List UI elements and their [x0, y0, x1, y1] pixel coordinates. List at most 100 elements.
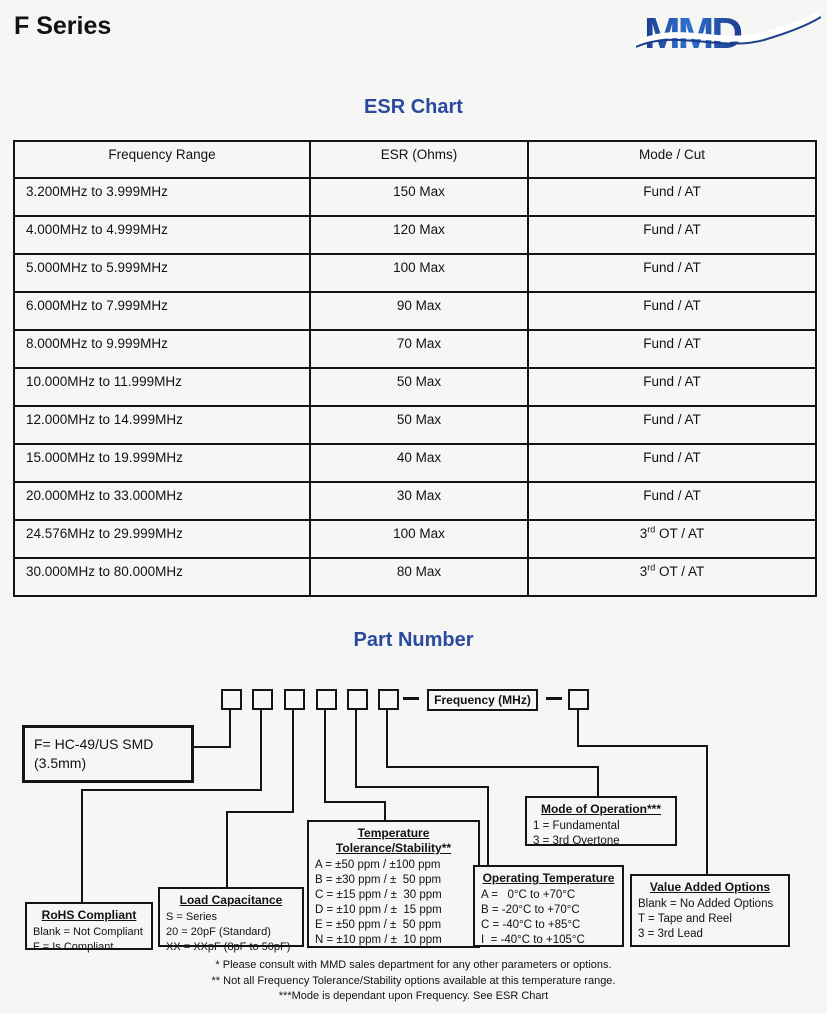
text-line: B = ±30 ppm / ± 50 ppm — [315, 874, 442, 886]
field-box-mode-of-operation — [378, 689, 399, 710]
text-line: Temperature — [357, 826, 430, 840]
esr-chart-heading: ESR Chart — [364, 96, 463, 118]
frequency-range-cell: 10.000MHz to 11.999MHz — [13, 367, 311, 407]
text-line: E = ±50 ppm / ± 50 ppm — [315, 919, 442, 931]
text-line: N = ±10 ppm / ± 10 ppm — [315, 934, 442, 946]
esr-cell: 30 Max — [309, 481, 529, 521]
field-box-rohs — [252, 689, 273, 710]
field-box-value-added-options — [568, 689, 589, 710]
text-line: ** Not all Frequency Tolerance/Stability… — [211, 974, 616, 987]
text-line: * Please consult with MMD sales departme… — [215, 959, 612, 971]
operating-temperature-legend-box: Operating Temperature A = 0°C to +70°C B … — [473, 865, 624, 947]
frequency-range-cell: 4.000MHz to 4.999MHz — [13, 215, 311, 255]
esr-cell: 50 Max — [309, 367, 529, 407]
connector-line — [386, 709, 388, 768]
value-added-options-legend-box: Value Added Options Blank = No Added Opt… — [630, 874, 790, 947]
text-line: Blank = Not Compliant — [33, 926, 143, 938]
esr-cell: 120 Max — [309, 215, 529, 255]
column-header-esr-ohms: ESR (Ohms) — [309, 140, 529, 179]
esr-cell: 80 Max — [309, 557, 529, 597]
esr-table-header-row: Frequency Range ESR (Ohms) Mode / Cut — [13, 140, 817, 179]
value-added-options-legend-title: Value Added Options — [649, 880, 771, 894]
esr-cell: 100 Max — [309, 519, 529, 559]
connector-line — [487, 786, 489, 866]
connector-line — [355, 786, 489, 788]
esr-cell: 90 Max — [309, 291, 529, 331]
connector-line — [577, 709, 579, 747]
connector-line — [229, 709, 231, 748]
text-line: ***Mode is dependant upon Frequency. See… — [278, 990, 549, 1002]
frequency-range-cell: 15.000MHz to 19.999MHz — [13, 443, 311, 483]
frequency-range-cell: 5.000MHz to 5.999MHz — [13, 253, 311, 293]
text-line: XX = XXpF (8pF to 50pF) — [166, 941, 291, 953]
esr-cell: 100 Max — [309, 253, 529, 293]
mode-cut-cell: Fund / AT — [527, 215, 817, 255]
text-line: F = Is Compliant — [33, 941, 114, 953]
frequency-box-label: Frequency (MHz) — [434, 693, 531, 707]
connector-line — [577, 745, 708, 747]
frequency-range-cell: 3.200MHz to 3.999MHz — [13, 177, 311, 217]
frequency-range-cell: 24.576MHz to 29.999MHz — [13, 519, 311, 559]
operating-temperature-legend-title: Operating Temperature — [482, 871, 615, 885]
mode-cut-cell: 3rd OT / AT — [527, 519, 817, 559]
connector-line — [386, 766, 599, 768]
mmd-logo: MMD — [636, 9, 821, 58]
page-title: F Series — [14, 12, 112, 40]
field-box-operating-temperature — [347, 689, 368, 710]
text-line: Tolerance/Stability** — [335, 841, 452, 855]
text-line: B = -20°C to +70°C — [481, 904, 580, 916]
column-header-mode-cut: Mode / Cut — [527, 140, 817, 179]
logo-swoosh-line — [636, 16, 821, 48]
column-header-frequency-range: Frequency Range — [13, 140, 311, 179]
frequency-range-cell: 20.000MHz to 33.000MHz — [13, 481, 311, 521]
mode-cut-cell: Fund / AT — [527, 405, 817, 445]
text-line: C = ±15 ppm / ± 30 ppm — [315, 889, 442, 901]
text-line: T = Tape and Reel — [638, 913, 732, 925]
connector-line — [384, 801, 386, 821]
connector-line — [597, 766, 599, 797]
mode-cut-cell: Fund / AT — [527, 443, 817, 483]
connector-line — [226, 811, 228, 888]
frequency-range-cell: 8.000MHz to 9.999MHz — [13, 329, 311, 369]
frequency-range-cell: 12.000MHz to 14.999MHz — [13, 405, 311, 445]
frequency-range-cell: 30.000MHz to 80.000MHz — [13, 557, 311, 597]
mode-of-operation-legend-title: Mode of Operation*** — [540, 802, 661, 816]
connector-line — [706, 745, 708, 875]
footnotes: * Please consult with MMD sales departme… — [0, 958, 827, 1005]
text-line: 3 = 3rd Overtone — [533, 835, 620, 847]
text-line: D = ±10 ppm / ± 15 ppm — [315, 904, 442, 916]
text-line: S = Series — [166, 911, 218, 923]
esr-cell: 150 Max — [309, 177, 529, 217]
series-legend-lines: F= HC-49/US SMD(3.5mm) — [34, 735, 182, 773]
frequency-range-cell: 6.000MHz to 7.999MHz — [13, 291, 311, 331]
mode-cut-cell: Fund / AT — [527, 253, 817, 293]
series-legend-box: F= HC-49/US SMD(3.5mm) — [22, 725, 194, 783]
mode-cut-cell: 3rd OT / AT — [527, 557, 817, 597]
connector-line — [81, 789, 83, 903]
esr-table: Frequency Range ESR (Ohms) Mode / Cut 3.… — [13, 140, 817, 597]
text-line: A = ±50 ppm / ±100 ppm — [315, 859, 441, 871]
mode-cut-cell: Fund / AT — [527, 367, 817, 407]
mode-cut-cell: Fund / AT — [527, 329, 817, 369]
load-capacitance-legend-title: Load Capacitance — [179, 893, 283, 907]
mode-cut-cell: Fund / AT — [527, 291, 817, 331]
text-line: C = -40°C to +85°C — [481, 919, 581, 931]
frequency-box: Frequency (MHz) — [427, 689, 538, 711]
esr-cell: 50 Max — [309, 405, 529, 445]
connector-line — [188, 746, 231, 748]
logo-swoosh-white — [638, 12, 820, 46]
part-number-heading: Part Number — [353, 629, 474, 651]
text-line: A = 0°C to +70°C — [481, 889, 576, 901]
esr-cell: 40 Max — [309, 443, 529, 483]
